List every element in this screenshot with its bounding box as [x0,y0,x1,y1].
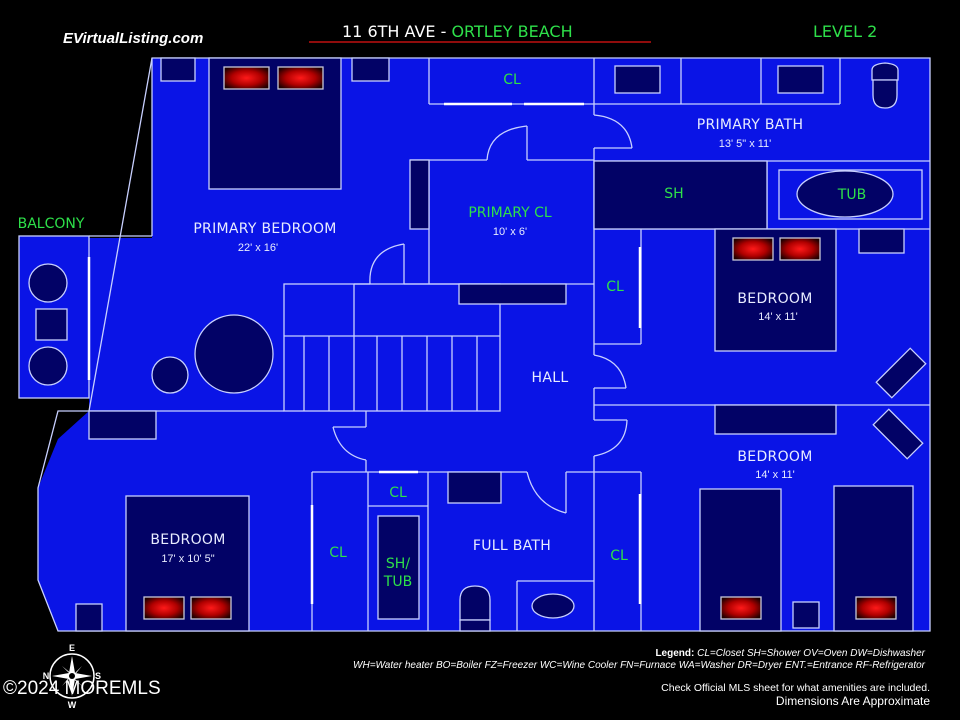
room-name: BEDROOM [737,291,812,307]
room-name: BEDROOM [150,532,225,548]
amenities-note: Check Official MLS sheet for what amenit… [661,682,930,694]
room-dims: 17' x 10' 5" [161,553,214,565]
room-dims: 10' x 6' [493,226,527,238]
room-name: PRIMARY CL [468,205,552,221]
balcony-table [35,308,68,341]
sink [531,593,575,619]
sink [614,65,661,94]
toilet-icon [459,585,491,632]
vanity [447,471,502,504]
balcony-chair [28,263,68,303]
pillow [143,596,185,620]
room-labels: PRIMARY BEDROOM 22' x 16' PRIMARY BATH 1… [18,72,867,590]
toilet-icon [871,62,899,109]
closet-label: CL [329,545,347,561]
plan-title: 11 6TH AVE - ORTLEY BEACH [342,22,573,41]
room-name: HALL [532,370,569,386]
pillow [779,237,821,261]
closet-label: CL [503,72,521,88]
shower-tub [377,515,420,620]
compass-n: N [43,671,50,681]
chair [872,408,924,460]
legend-label: Legend: [655,648,694,659]
room-dims: 22' x 16' [238,242,278,254]
compass-w: W [68,700,77,710]
address-text: 11 6TH AVE - [342,22,451,41]
shower-tub-label: SH/ [386,556,410,572]
compass-rose-icon: E N S W [43,643,101,710]
compass-e: E [69,643,75,653]
side-table [151,356,189,394]
chair [875,347,927,399]
level-label: LEVEL 2 [813,22,877,41]
legend-line-1: Legend: CL=Closet SH=Shower OV=Oven DW=D… [655,648,925,659]
room-dims: 13' 5" x 11' [719,138,772,150]
dresser [88,410,157,440]
site-logo: EVirtualListing.com [63,30,203,47]
tub [796,170,894,218]
shower-label: SH [664,186,683,202]
room-dims: 14' x 11' [755,469,794,481]
twin-bed [699,488,782,632]
legend-text: CL=Closet SH=Shower OV=Oven DW=Dishwashe… [697,648,926,659]
nightstand [792,601,820,629]
pillow [190,596,232,620]
tub-label: TUB [837,187,866,203]
nightstand [858,228,905,254]
legend-line-2: WH=Water heater BO=Boiler FZ=Freezer WC=… [353,660,926,671]
pillow [223,66,270,90]
nightstand [351,57,390,82]
pillow [732,237,774,261]
compass-s: S [95,671,101,681]
room-dims: 14' x 11' [758,311,797,323]
closet-label: CL [389,485,407,501]
furniture [28,57,927,632]
pillow [277,66,324,90]
room-name: PRIMARY BATH [697,117,804,133]
dimensions-note: Dimensions Are Approximate [776,694,930,708]
pillow [720,596,762,620]
closet-label: CL [610,548,628,564]
shower [593,160,768,230]
staircase [283,283,501,412]
room-name: BEDROOM [737,449,812,465]
tub-surround [778,169,923,220]
nightstand [160,57,196,82]
closet-shelf [458,283,567,305]
sink [777,65,824,94]
dresser [714,404,837,435]
nightstand [75,603,103,632]
room-name: BALCONY [18,216,85,232]
town-text: ORTLEY BEACH [451,22,572,41]
room-name: PRIMARY BEDROOM [193,221,336,237]
shower-tub-label: TUB [383,574,412,590]
closet-label: CL [606,279,624,295]
copyright: ©2024 MOREMLS [3,678,161,699]
pillow [855,596,897,620]
round-table [194,314,274,394]
room-name: FULL BATH [473,538,551,554]
dresser [409,159,430,230]
balcony-chair [28,346,68,386]
